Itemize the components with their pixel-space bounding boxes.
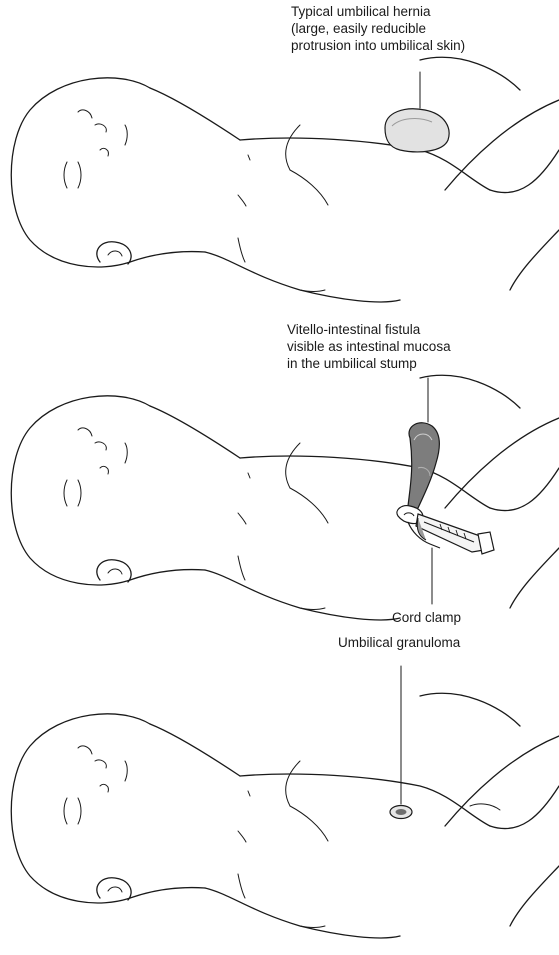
fistula-label-line-1: Vitello-intestinal fistula [287,321,451,338]
hernia-label-line-3: protrusion into umbilical skin) [291,37,465,54]
fistula-label-line-2: visible as intestinal mucosa [287,338,451,355]
hernia-label: Typical umbilical hernia (large, easily … [291,3,465,54]
panel-vitello-intestinal-fistula: Vitello-intestinal fistula visible as in… [0,318,559,636]
fistula-label-line-3: in the umbilical stump [287,355,451,372]
infant-figure-3 [0,636,559,954]
hernia-label-line-2: (large, easily reducible [291,20,465,37]
infant-figure-1 [0,0,559,318]
panel-umbilical-hernia: Typical umbilical hernia (large, easily … [0,0,559,318]
cord-clamp-drawing [397,506,494,554]
granuloma-label: Umbilical granuloma [338,634,460,651]
fistula-label: Vitello-intestinal fistula visible as in… [287,321,451,372]
infant-figure-2 [0,318,559,636]
panel-umbilical-granuloma: Umbilical granuloma [0,636,559,954]
cord-clamp-label: Cord clamp [392,609,461,626]
hernia-label-line-1: Typical umbilical hernia [291,3,465,20]
